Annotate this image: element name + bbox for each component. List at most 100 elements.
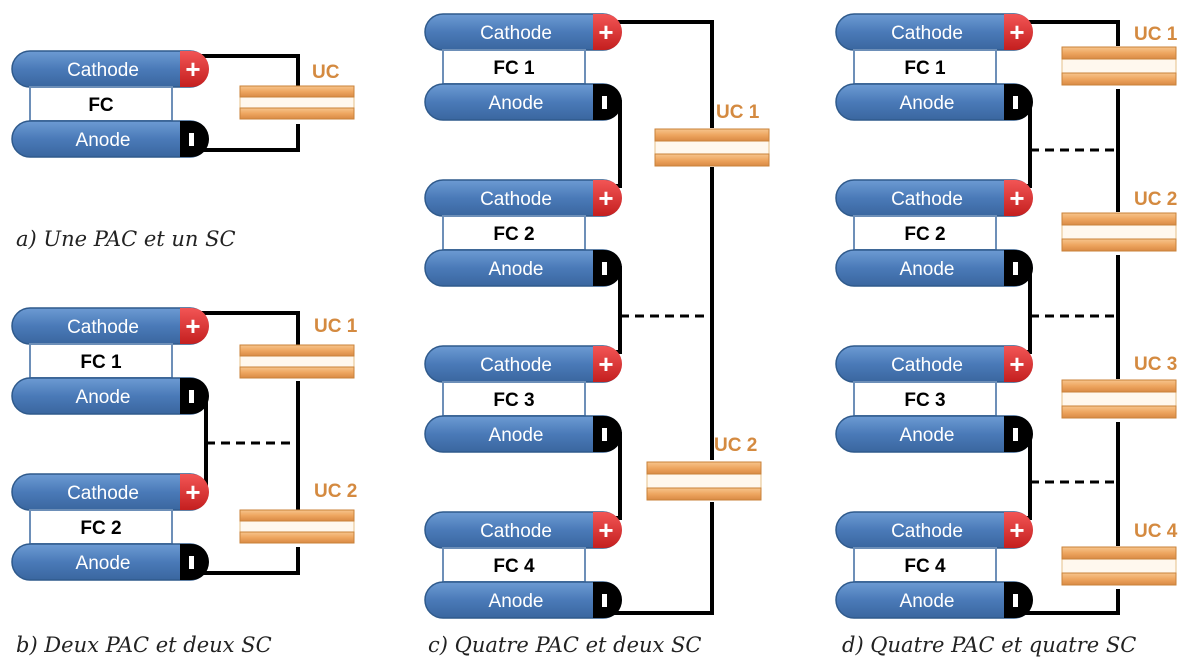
panel-d: Cathode + FC 1 Anode Cathode + FC 2 Anod… (835, 13, 1178, 657)
fuel-cell-label: FC 3 (904, 390, 945, 411)
plus-sign-icon: + (598, 183, 613, 213)
ultracapacitor: UC 3 (1061, 354, 1177, 419)
fuel-cell: Cathode + FC 4 Anode (835, 511, 1033, 619)
minus-terminal (593, 84, 622, 120)
uc-label: UC 3 (1134, 354, 1177, 375)
anode-label: Anode (900, 591, 955, 612)
cathode-label: Cathode (480, 521, 552, 542)
minus-sign-icon (1013, 96, 1018, 109)
uc-label: UC 2 (1134, 189, 1177, 210)
caption-a: a) Une PAC et un SC (16, 227, 236, 251)
ultracapacitor: UC 2 (646, 435, 762, 501)
ultracapacitor: UC 1 (654, 102, 770, 167)
fuel-cell-label: FC 1 (493, 58, 535, 79)
fuel-cell: Cathode + FC 3 Anode (424, 345, 622, 453)
minus-terminal (1004, 84, 1033, 120)
uc-label: UC 1 (314, 316, 358, 337)
fuel-cell: Cathode + FC 2 Anode (424, 179, 622, 287)
fuel-cell: Cathode + FC 2 Anode (11, 473, 209, 581)
plus-sign-icon: + (1009, 515, 1024, 545)
ultracapacitor: UC 4 (1061, 521, 1178, 586)
plus-terminal (180, 308, 209, 344)
anode-label: Anode (489, 425, 544, 446)
fuel-cell: Cathode + FC Anode (11, 50, 209, 158)
ultracapacitor: UC 2 (239, 481, 357, 544)
minus-sign-icon (602, 262, 607, 275)
fuel-cell-label: FC 3 (493, 390, 534, 411)
ultracapacitor: UC 1 (239, 316, 358, 379)
cathode-label: Cathode (480, 355, 552, 376)
plus-sign-icon: + (185, 54, 200, 84)
caption-c: c) Quatre PAC et deux SC (428, 633, 702, 657)
minus-sign-icon (602, 428, 607, 441)
minus-sign-icon (1013, 262, 1018, 275)
minus-sign-icon (189, 390, 194, 403)
minus-terminal (180, 378, 209, 414)
minus-sign-icon (189, 556, 194, 569)
fuel-cell: Cathode + FC 1 Anode (835, 13, 1033, 121)
plus-sign-icon: + (598, 17, 613, 47)
plus-sign-icon: + (1009, 183, 1024, 213)
uc-label: UC (312, 62, 340, 83)
anode-label: Anode (900, 93, 955, 114)
minus-sign-icon (1013, 594, 1018, 607)
fuel-cell-label: FC 2 (493, 224, 534, 245)
plus-sign-icon: + (185, 311, 200, 341)
ultracapacitor: UC 1 (1061, 24, 1178, 86)
uc-label: UC 1 (1134, 24, 1178, 45)
panel-a: Cathode + FC Anode UC a) Une PAC et un S… (11, 50, 355, 251)
uc-label: UC 1 (716, 102, 760, 123)
cathode-label: Cathode (67, 317, 139, 338)
fuel-cell: Cathode + FC 4 Anode (424, 511, 622, 619)
uc-label: UC 2 (714, 435, 757, 456)
panel-c: Cathode + FC 1 Anode Cathode + FC 2 Anod… (424, 13, 770, 657)
minus-sign-icon (1013, 428, 1018, 441)
plus-terminal (1004, 512, 1033, 548)
cathode-label: Cathode (891, 23, 963, 44)
plus-terminal (593, 14, 622, 50)
fuel-cell-label: FC 2 (904, 224, 945, 245)
cathode-label: Cathode (480, 189, 552, 210)
fuel-cell: Cathode + FC 1 Anode (11, 307, 209, 415)
plus-terminal (180, 474, 209, 510)
minus-terminal (180, 121, 209, 157)
plus-terminal (180, 51, 209, 87)
minus-terminal (1004, 582, 1033, 618)
anode-label: Anode (489, 93, 544, 114)
ultracapacitor: UC (239, 62, 355, 120)
caption-d: d) Quatre PAC et quatre SC (842, 633, 1136, 657)
fuel-cell-label: FC (88, 95, 114, 116)
plus-terminal (593, 512, 622, 548)
fuel-cell: Cathode + FC 3 Anode (835, 345, 1033, 453)
plus-sign-icon: + (185, 477, 200, 507)
fuel-cell-label: FC 2 (80, 518, 121, 539)
uc-label: UC 4 (1134, 521, 1178, 542)
anode-label: Anode (900, 425, 955, 446)
plus-sign-icon: + (1009, 349, 1024, 379)
minus-sign-icon (602, 96, 607, 109)
fuel-cell-label: FC 1 (80, 352, 122, 373)
cathode-label: Cathode (891, 521, 963, 542)
cathode-label: Cathode (891, 189, 963, 210)
minus-terminal (1004, 416, 1033, 452)
minus-terminal (593, 582, 622, 618)
minus-terminal (593, 250, 622, 286)
anode-label: Anode (900, 259, 955, 280)
panel-b: Cathode + FC 1 Anode Cathode + FC 2 Anod… (11, 307, 358, 657)
fuel-cell-label: FC 4 (493, 556, 535, 577)
anode-label: Anode (76, 130, 131, 151)
plus-sign-icon: + (598, 349, 613, 379)
plus-terminal (1004, 180, 1033, 216)
plus-sign-icon: + (1009, 17, 1024, 47)
anode-label: Anode (489, 591, 544, 612)
plus-sign-icon: + (598, 515, 613, 545)
fuel-cell-label: FC 4 (904, 556, 946, 577)
cathode-label: Cathode (480, 23, 552, 44)
anode-label: Anode (76, 553, 131, 574)
minus-terminal (180, 544, 209, 580)
minus-terminal (593, 416, 622, 452)
fuel-cell: Cathode + FC 2 Anode (835, 179, 1033, 287)
ultracapacitor: UC 2 (1061, 189, 1177, 252)
plus-terminal (1004, 14, 1033, 50)
